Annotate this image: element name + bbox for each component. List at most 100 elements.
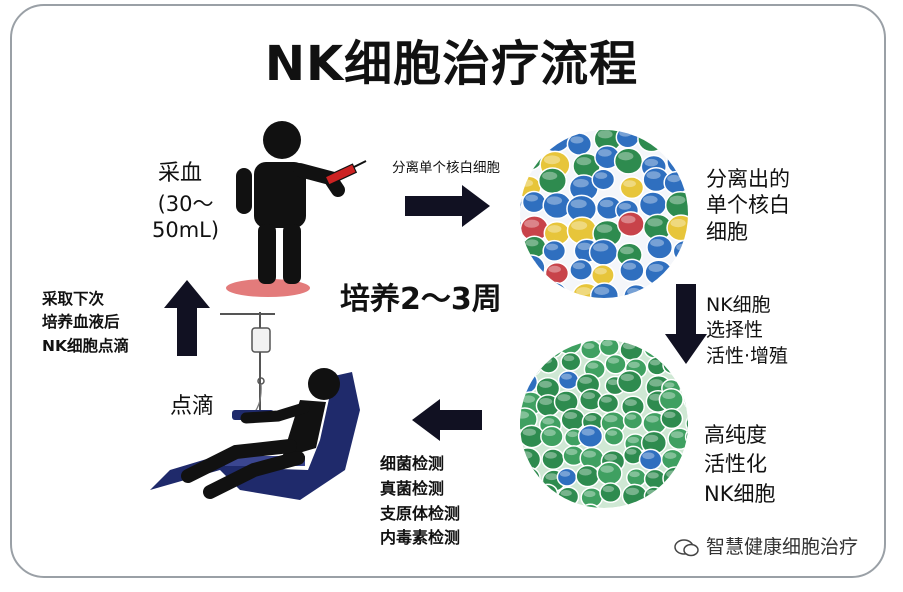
- cell-shape: [520, 340, 525, 341]
- cell-shape: [643, 340, 666, 359]
- cell-shape: [672, 239, 688, 263]
- cell-highlight-shape: [663, 411, 676, 419]
- cell-highlight-shape: [502, 487, 514, 493]
- cell-highlight-shape: [593, 243, 609, 252]
- cell-shape: [666, 147, 688, 177]
- cell-highlight-shape: [575, 106, 588, 113]
- cell-shape: [646, 234, 674, 260]
- cell-highlight-shape: [594, 267, 607, 275]
- cell-shape: [621, 483, 648, 508]
- quality-tests-list: 细菌检测 真菌检测 支原体检测 内毒素检测: [380, 454, 461, 548]
- cell-shape: [682, 447, 688, 470]
- cell-shape: [533, 503, 558, 508]
- drip-label: 点滴: [170, 394, 215, 419]
- cell-highlight-shape: [525, 194, 539, 202]
- cell-highlight-shape: [543, 155, 561, 165]
- cell-shape: [520, 450, 524, 475]
- cell-shape: [642, 313, 664, 334]
- culture-duration-label: 培养2～3周: [340, 282, 502, 317]
- cell-shape: [660, 448, 685, 471]
- cell-highlight-shape: [520, 258, 536, 268]
- cell-highlight-shape: [559, 470, 571, 477]
- cell-shape: [667, 130, 688, 131]
- cell-highlight-shape: [626, 448, 637, 455]
- cell-highlight-shape: [669, 195, 686, 205]
- cell-highlight-shape: [666, 470, 680, 478]
- blood-draw-figure: [226, 121, 367, 297]
- cell-shape: [560, 408, 586, 432]
- cell-highlight-shape: [685, 450, 688, 458]
- cell-shape: [542, 281, 568, 298]
- cell-highlight-shape: [524, 319, 535, 325]
- cell-highlight-shape: [521, 395, 536, 403]
- watermark-text: 智慧健康细胞治疗: [706, 536, 859, 558]
- cell-highlight-shape: [607, 379, 619, 386]
- cell-highlight-shape: [548, 108, 564, 116]
- cell-highlight-shape: [496, 137, 509, 144]
- cell-highlight-shape: [579, 376, 593, 384]
- separated-cells-label: 分离出的 单个核白 细胞: [706, 167, 790, 244]
- high-purity-nk-label: 高纯度 活性化 NK细胞: [704, 423, 776, 506]
- cell-highlight-shape: [600, 465, 614, 473]
- cell-highlight-shape: [600, 396, 612, 403]
- cell-shape: [616, 369, 643, 394]
- cell-highlight-shape: [665, 358, 676, 365]
- cell-highlight-shape: [650, 239, 665, 247]
- cell-highlight-shape: [503, 473, 514, 479]
- cell-shape: [557, 486, 580, 507]
- cell-highlight-shape: [522, 486, 536, 494]
- cell-shape: [543, 130, 574, 131]
- cell-shape: [535, 314, 560, 337]
- cell-shape: [521, 235, 547, 259]
- cell-highlight-shape: [583, 342, 595, 350]
- cell-highlight-shape: [628, 361, 640, 369]
- cell-highlight-shape: [622, 262, 637, 270]
- cell-highlight-shape: [498, 431, 511, 438]
- cell-highlight-shape: [619, 130, 632, 137]
- cell-highlight-shape: [583, 450, 596, 458]
- cell-highlight-shape: [571, 221, 588, 230]
- cell-highlight-shape: [522, 428, 536, 436]
- cell-shape: [603, 426, 625, 446]
- cell-shape: [496, 504, 516, 522]
- cell-highlight-shape: [618, 203, 632, 210]
- cell-highlight-shape: [570, 199, 587, 209]
- cell-shape: [604, 353, 627, 375]
- cell-highlight-shape: [586, 362, 599, 369]
- cell-shape: [599, 482, 622, 504]
- cell-shape: [643, 486, 665, 506]
- cell-highlight-shape: [596, 224, 613, 233]
- cell-highlight-shape: [688, 430, 699, 436]
- cell-highlight-shape: [665, 493, 678, 501]
- cell-highlight-shape: [576, 157, 592, 166]
- cell-highlight-shape: [620, 511, 633, 518]
- cell-highlight-shape: [649, 379, 663, 387]
- cell-highlight-shape: [543, 429, 556, 437]
- cell-highlight-shape: [601, 320, 611, 326]
- cell-shape: [602, 509, 621, 527]
- cell-highlight-shape: [537, 506, 550, 508]
- cell-highlight-shape: [579, 468, 592, 476]
- arrow-down-icon: [665, 284, 707, 364]
- cell-highlight-shape: [521, 151, 535, 159]
- cell-shape: [577, 424, 604, 449]
- cell-shape: [520, 148, 543, 171]
- blood-draw-label: 采血: [158, 161, 203, 186]
- cell-highlight-shape: [540, 486, 552, 493]
- cell-shape: [640, 107, 664, 129]
- cell-shape: [537, 483, 559, 503]
- cell-highlight-shape: [618, 152, 634, 161]
- cell-highlight-shape: [545, 473, 559, 481]
- arrow-up-icon: [164, 280, 210, 356]
- cell-highlight-shape: [543, 340, 556, 348]
- cell-shape: [520, 282, 545, 298]
- cell-highlight-shape: [502, 417, 515, 424]
- cell-highlight-shape: [498, 507, 509, 513]
- cell-highlight-shape: [620, 246, 634, 255]
- cell-highlight-shape: [583, 490, 596, 498]
- cell-shape: [540, 425, 564, 448]
- cell-highlight-shape: [642, 452, 655, 460]
- cell-highlight-shape: [565, 448, 578, 456]
- page-title: NK细胞治疗流程: [264, 36, 639, 92]
